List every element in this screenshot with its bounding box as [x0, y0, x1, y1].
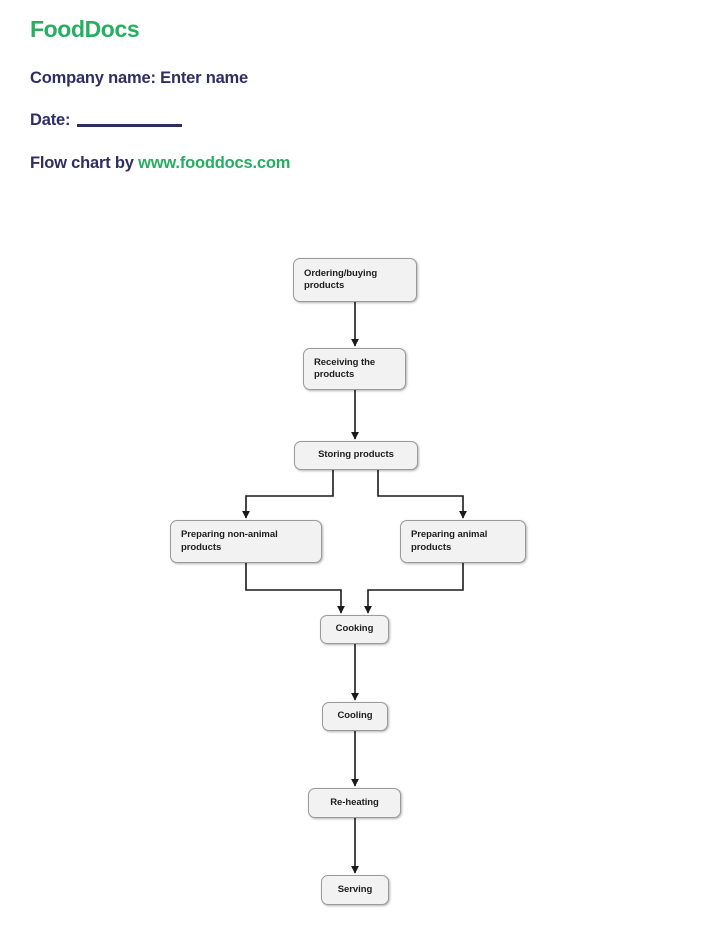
flow-node-label: Serving: [337, 883, 373, 895]
edge-storing-prep-non: [242, 470, 334, 519]
company-name-line: Company name: Enter name: [30, 69, 249, 87]
flow-node-cooking[interactable]: Cooking: [320, 615, 389, 644]
flow-node-label: Ordering/buying products: [304, 267, 378, 291]
flowchart-attribution: Flow chart by www.fooddocs.com: [30, 154, 650, 173]
fooddocs-website-link[interactable]: www.fooddocs.com: [138, 154, 291, 173]
flow-node-label: Receiving the products: [314, 356, 376, 380]
flow-node-re-heating[interactable]: Re-heating: [308, 788, 401, 818]
flow-node-serving[interactable]: Serving: [321, 875, 389, 905]
flow-node-label: Cooling: [337, 710, 373, 722]
document-header: FoodDocs Company name: Enter name Date: …: [30, 18, 650, 173]
flow-node-label: Preparing non-animal products: [181, 529, 278, 553]
date-row: Date:: [30, 111, 650, 130]
edge-storing-prep-animal: [377, 470, 467, 519]
flow-node-cooling[interactable]: Cooling: [322, 702, 388, 731]
flow-node-preparing-non-animal-products[interactable]: Preparing non-animal products: [170, 520, 322, 563]
flow-node-label: Preparing animal products: [411, 529, 488, 553]
flow-node-storing-products[interactable]: Storing products: [294, 441, 418, 470]
date-blank-field[interactable]: [77, 124, 183, 128]
flow-node-ordering-buying-products[interactable]: Ordering/buying products: [293, 258, 417, 302]
flow-node-label: Storing products: [318, 449, 394, 461]
flowchart-by-label: Flow chart by: [30, 154, 134, 173]
edge-prep-animal-cooking: [364, 563, 464, 614]
fooddocs-logo: FoodDocs: [30, 16, 140, 42]
flow-node-label: Re-heating: [330, 796, 379, 808]
date-label: Date:: [30, 111, 71, 130]
edge-prep-non-cooking: [245, 563, 345, 614]
flow-node-label: Cooking: [335, 623, 374, 635]
flow-node-preparing-animal-products[interactable]: Preparing animal products: [400, 520, 526, 563]
flow-node-receiving-the-products[interactable]: Receiving the products: [303, 348, 406, 390]
